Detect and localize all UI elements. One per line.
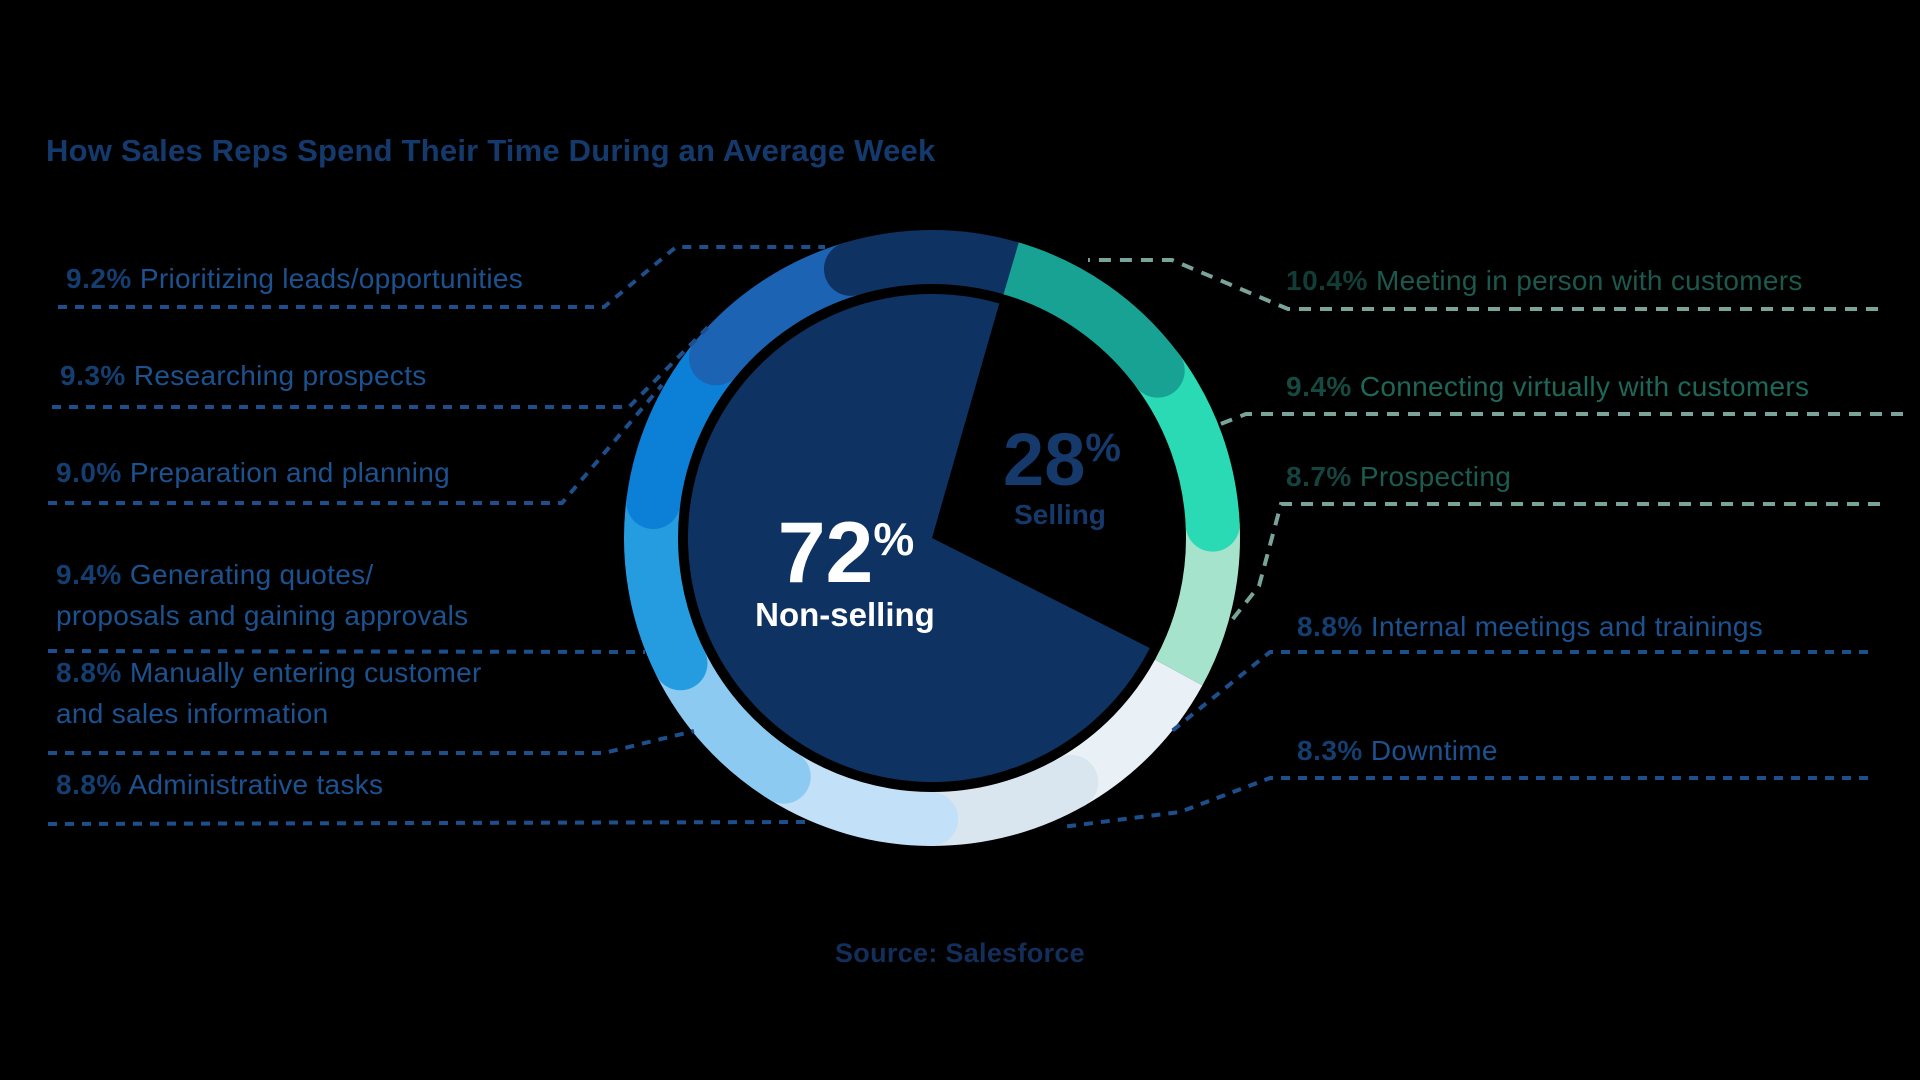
callout-value: 9.4%: [56, 559, 122, 590]
callout-value: 9.2%: [66, 263, 132, 294]
selling-number: 28: [1003, 418, 1086, 501]
callout-text-line: proposals and gaining approvals: [56, 600, 469, 631]
callout-right-internal-meetings-and-trainings: 8.8% Internal meetings and trainings: [1297, 606, 1763, 647]
callout-text-line: Meeting in person with customers: [1367, 265, 1803, 296]
ring-seam-cap-8: [823, 241, 878, 296]
callout-text-line: Preparation and planning: [121, 457, 451, 488]
source-attribution: Source: Salesforce: [834, 938, 1086, 968]
leader-line-4: [48, 729, 695, 755]
nonselling-number: 72: [777, 505, 874, 601]
selling-center-label: Selling: [1014, 499, 1106, 530]
leader-line-8: [1226, 502, 1880, 627]
callout-left-administrative-tasks: 8.8% Administrative tasks: [56, 764, 383, 805]
ring-segment-meeting-in-person-with-customers: [1001, 241, 1180, 388]
ring-seam-cap-2: [1044, 755, 1099, 810]
nonselling-center-label: Non-selling: [755, 596, 935, 633]
pie-nonselling-sector: [687, 293, 1150, 782]
callout-text-line: Researching prospects: [125, 360, 427, 391]
selling-center-value: 28%: [1003, 423, 1121, 497]
leader-line-10: [1061, 776, 1868, 829]
callout-value: 9.4%: [1286, 371, 1352, 402]
callout-value: 10.4%: [1286, 265, 1368, 296]
callout-text-line: Prospecting: [1351, 461, 1512, 492]
callout-text-line: Generating quotes/: [121, 559, 374, 590]
ring-seam-cap-4: [756, 749, 811, 804]
callout-right-downtime: 8.3% Downtime: [1297, 730, 1498, 771]
callout-value: 9.0%: [56, 457, 122, 488]
callout-value: 8.3%: [1297, 735, 1363, 766]
selling-percent-sign: %: [1085, 426, 1121, 470]
callout-text-line: Internal meetings and trainings: [1362, 611, 1764, 642]
leader-line-5: [47, 820, 807, 826]
leader-line-9: [1165, 650, 1868, 737]
callout-text-line: Administrative tasks: [121, 769, 384, 800]
callout-value: 8.8%: [56, 769, 122, 800]
callout-right-meeting-in-person-with-customers: 10.4% Meeting in person with customers: [1286, 260, 1803, 301]
callout-left-generating-quotes: 9.4% Generating quotes/proposals and gai…: [56, 554, 468, 636]
leader-line-2: [48, 383, 664, 505]
leader-line-0: [58, 245, 825, 309]
leader-line-6: [1088, 258, 1878, 311]
leader-line-3: [47, 649, 646, 654]
callout-right-prospecting: 8.7% Prospecting: [1286, 456, 1511, 497]
callout-right-connecting-virtually-with-customers: 9.4% Connecting virtually with customers: [1286, 366, 1809, 407]
callout-text-line: Connecting virtually with customers: [1351, 371, 1810, 402]
callout-value: 8.8%: [56, 657, 122, 688]
nonselling-center-value: 72%: [778, 510, 915, 596]
ring-seam-cap-6: [626, 475, 681, 530]
ring-seam-cap-7: [688, 331, 743, 386]
leader-line-7: [1212, 412, 1903, 429]
callout-value: 9.3%: [60, 360, 126, 391]
callout-value: 8.7%: [1286, 461, 1352, 492]
callout-left-researching-prospects: 9.3% Researching prospects: [60, 355, 427, 396]
callout-text-line: Downtime: [1362, 735, 1498, 766]
nonselling-percent-sign: %: [873, 513, 915, 565]
callout-text-line: Manually entering customer: [121, 657, 482, 688]
callout-left-manually-entering-customer: 8.8% Manually entering customer and sales…: [56, 652, 482, 734]
callout-left-prioritizing-leads-opportunities: 9.2% Prioritizing leads/opportunities: [66, 258, 523, 299]
ring-seam-cap-1: [1185, 497, 1240, 552]
ring-seam-cap-3: [904, 791, 959, 846]
ring-seam-cap-5: [653, 636, 708, 691]
page-title: How Sales Reps Spend Their Time During a…: [46, 132, 936, 168]
leader-line-1: [52, 320, 715, 409]
callout-text-line: and sales information: [56, 698, 329, 729]
callout-text-line: Prioritizing leads/opportunities: [131, 263, 524, 294]
callout-value: 8.8%: [1297, 611, 1363, 642]
ring-seam-cap-0: [1130, 343, 1185, 398]
callout-left-preparation-and-planning: 9.0% Preparation and planning: [56, 452, 450, 493]
